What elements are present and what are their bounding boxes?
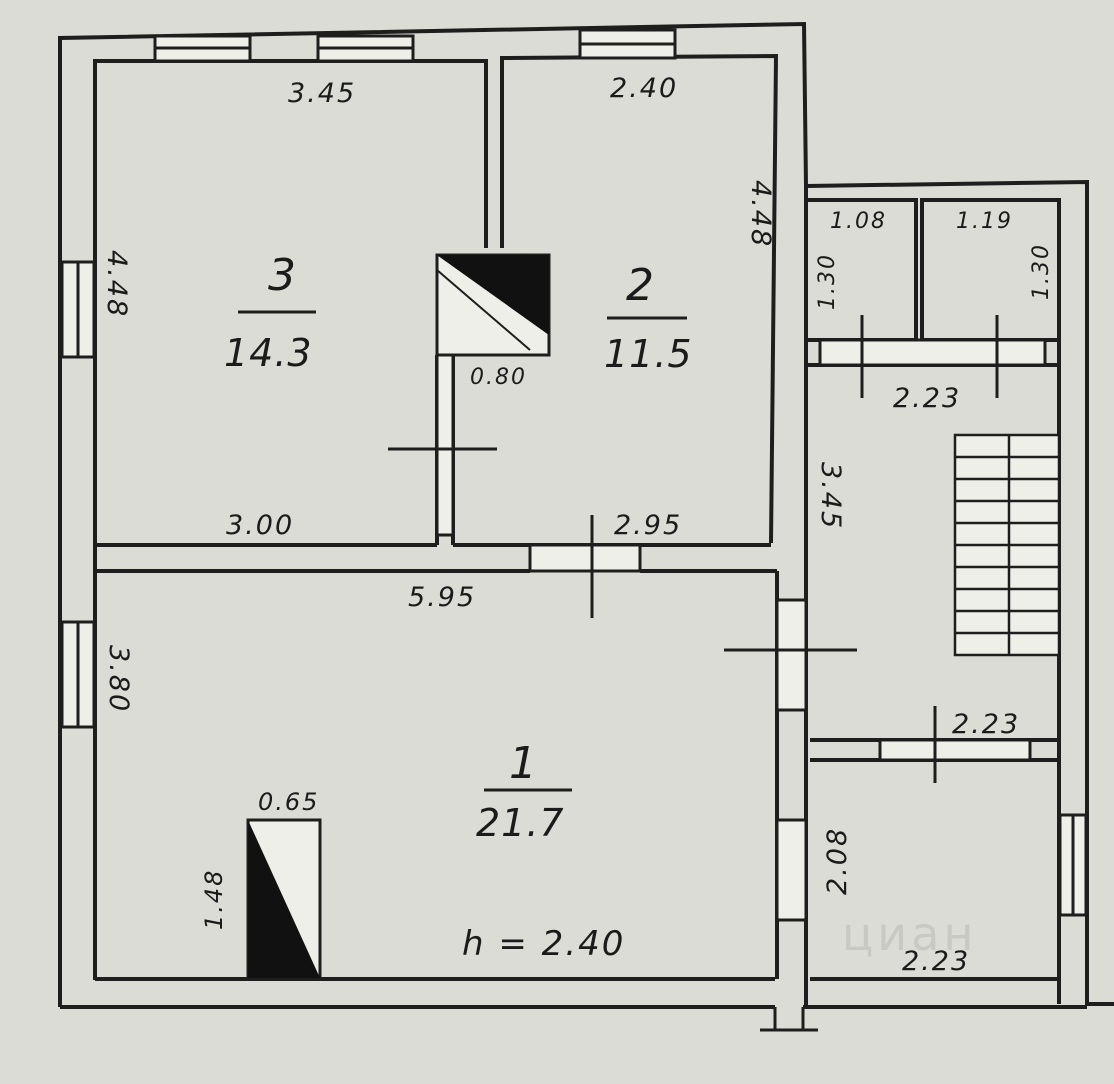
dim-r3-left: 4.48 xyxy=(101,250,132,318)
dim-r3-bottom: 3.00 xyxy=(226,510,294,541)
chimney-block xyxy=(435,253,551,357)
dim-hall-side: 3.45 xyxy=(815,462,846,530)
room-3-number: 3 xyxy=(268,250,296,301)
dim-r2-top: 2.40 xyxy=(610,73,678,104)
dim-r1-top: 5.95 xyxy=(408,582,476,613)
room-3-area: 14.3 xyxy=(224,331,313,375)
door-marks xyxy=(388,315,999,783)
dim-small-width: 2.23 xyxy=(902,946,970,977)
room-1-area: 21.7 xyxy=(476,801,565,845)
ceiling-height-label: h = 2.40 xyxy=(462,924,625,964)
room-1-label: 1 21.7 xyxy=(476,738,572,845)
dim-wc2-width: 1.19 xyxy=(956,209,1013,234)
dim-chimney-width: 0.65 xyxy=(258,788,319,816)
dim-wc1-width: 1.08 xyxy=(830,209,887,234)
dim-wc2-height: 1.30 xyxy=(1029,243,1054,300)
dim-r1-left: 3.80 xyxy=(103,645,134,713)
dim-closet: 0.80 xyxy=(470,365,527,390)
dim-hall-top: 2.23 xyxy=(893,383,961,414)
dim-chimney-height: 1.48 xyxy=(200,869,228,930)
room-1-number: 1 xyxy=(509,738,537,789)
watermark: циан xyxy=(842,907,977,961)
room-2-label: 2 11.5 xyxy=(604,260,693,376)
entrance-mark xyxy=(760,1007,818,1032)
dim-r3-top: 3.45 xyxy=(288,78,356,109)
stove-block xyxy=(246,818,322,980)
room-3-label: 3 14.3 xyxy=(224,250,316,375)
dim-r2-right: 4.48 xyxy=(745,180,776,248)
dim-small-height: 2.08 xyxy=(822,827,853,895)
dim-hall-bottom: 2.23 xyxy=(952,709,1020,740)
dimension-labels: 3.45 4.48 3.00 2.40 4.48 2.95 0.80 5.95 … xyxy=(101,73,1054,977)
room-2-area: 11.5 xyxy=(604,332,693,376)
dim-wc1-height: 1.30 xyxy=(815,253,840,310)
staircase xyxy=(953,433,1061,657)
room-2-number: 2 xyxy=(626,260,654,311)
top-windows xyxy=(153,28,677,63)
left-windows xyxy=(60,260,1088,917)
dim-r2-bottom: 2.95 xyxy=(614,510,682,541)
